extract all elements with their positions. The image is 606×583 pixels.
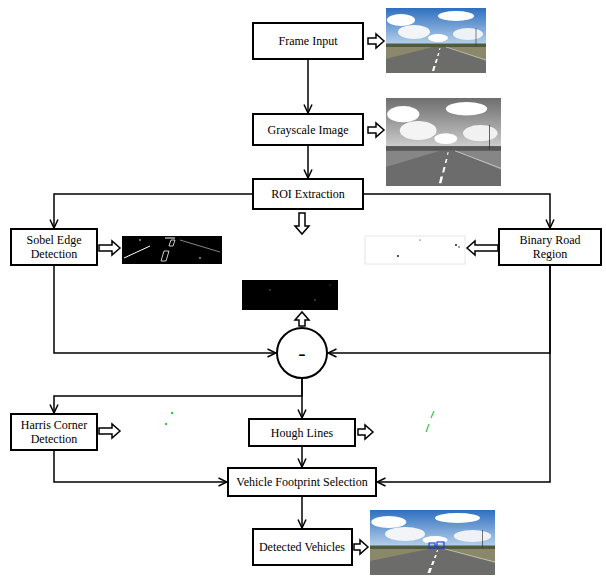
box-label: Vehicle Footprint Selection — [233, 475, 370, 489]
box-label: Hough Lines — [268, 426, 336, 440]
flow-arrow — [301, 379, 303, 418]
box-label: Harris Corner Detection — [12, 418, 96, 446]
edge-image — [122, 236, 222, 264]
flow-arrow — [54, 451, 227, 482]
flow-arrow — [328, 266, 550, 353]
harris-image — [122, 364, 222, 425]
box-label: Detected Vehicles — [256, 540, 348, 554]
flow-arrow — [54, 379, 302, 413]
hollow-arrow — [99, 34, 498, 554]
detected-photo — [370, 510, 495, 575]
box-label: Binary Road Region — [500, 233, 600, 261]
process-box: Grayscale Image — [252, 113, 364, 146]
difference-image — [242, 280, 338, 310]
box-label: Sobel Edge Detection — [12, 233, 96, 261]
box-label: Frame Input — [276, 34, 341, 48]
flow-arrow — [54, 266, 276, 353]
box-label: Grayscale Image — [265, 123, 352, 137]
binary-image — [365, 236, 465, 264]
process-box: ROI Extraction — [252, 178, 364, 210]
process-box: Sobel Edge Detection — [10, 228, 98, 266]
process-box: Harris Corner Detection — [10, 413, 98, 451]
process-box: Binary Road Region — [498, 228, 602, 266]
process-box: Detected Vehicles — [252, 528, 353, 566]
grayscale-photo — [386, 98, 501, 186]
flow-arrow — [377, 266, 550, 482]
process-box: Hough Lines — [248, 418, 356, 447]
flow-arrow — [364, 194, 550, 228]
flow-arrow — [54, 194, 252, 228]
hough-image — [375, 364, 487, 432]
flow-arrow — [301, 497, 303, 528]
flow-arrow — [307, 60, 309, 113]
flow-arrow — [301, 447, 303, 467]
operator-circle: - — [276, 327, 328, 379]
process-box: Vehicle Footprint Selection — [227, 467, 377, 497]
frame-photo — [386, 8, 486, 73]
process-box: Frame Input — [252, 22, 364, 60]
operator-symbol: - — [295, 342, 308, 364]
flow-arrow — [307, 146, 309, 178]
box-label: ROI Extraction — [268, 187, 348, 201]
